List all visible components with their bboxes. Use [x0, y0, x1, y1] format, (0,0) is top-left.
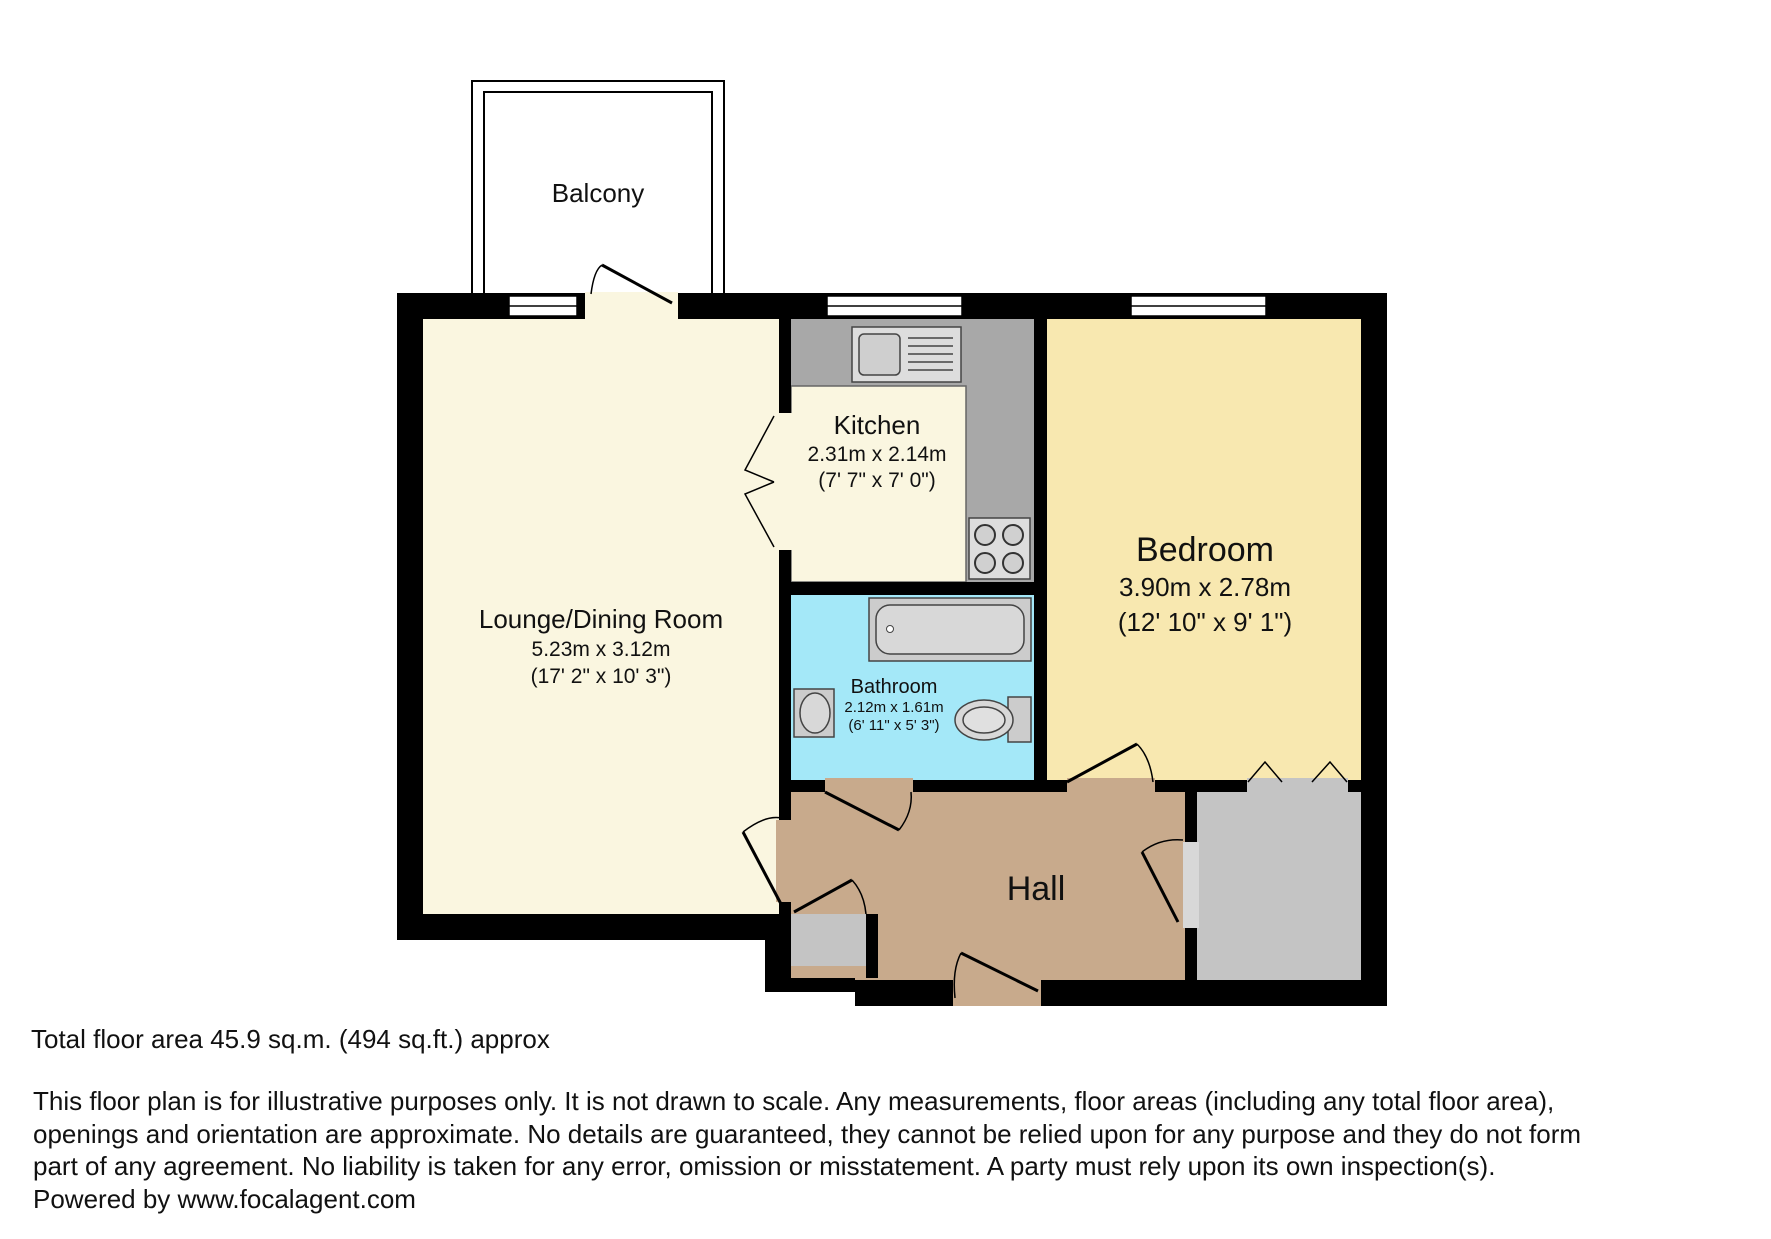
balcony-outline-inner — [483, 91, 713, 296]
bath-icon — [868, 597, 1032, 662]
kitchen-imperial: (7' 7" x 7' 0") — [818, 469, 935, 492]
wall-bottom-main — [855, 980, 1387, 1006]
balcony-name: Balcony — [552, 178, 645, 208]
door-icon — [585, 263, 678, 320]
disclaimer-line: part of any agreement. No liability is t… — [33, 1151, 1496, 1181]
wall-bathroom-hall-left — [779, 780, 825, 792]
wall-bedroom-left — [1034, 317, 1047, 792]
wall-bedroom-store-right — [1348, 780, 1361, 792]
bedroom-name: Bedroom — [1136, 531, 1274, 569]
wall-hall-storage-upper — [1185, 780, 1197, 842]
lounge-metric: 5.23m x 3.12m — [532, 638, 671, 661]
sink-icon — [851, 326, 962, 383]
wall-lounge-kitchen-upper — [779, 317, 791, 413]
hall-cupboard-door — [793, 878, 867, 915]
wall-hall-cupboard-right — [866, 914, 878, 978]
bedroom-imperial: (12' 10" x 9' 1") — [1118, 607, 1292, 637]
storage-cupboard — [1197, 792, 1361, 980]
kitchen-door — [743, 413, 794, 550]
lounge-imperial: (17' 2" x 10' 3") — [531, 665, 672, 688]
wall-bottom-step — [765, 914, 791, 992]
bedroom-floor — [1047, 317, 1361, 780]
wall-bedroom-hall — [1155, 780, 1247, 792]
bathroom-door — [824, 778, 913, 832]
wall-left — [397, 293, 423, 940]
wall-lounge-kitchen-lower — [779, 550, 791, 820]
wall-hall-storage-lower — [1185, 928, 1197, 980]
bathroom-metric: 2.12m x 1.61m — [844, 699, 943, 716]
wardrobe-doors — [1247, 760, 1348, 794]
powered-by-link[interactable]: Powered by www.focalagent.com — [33, 1183, 416, 1214]
disclaimer-line: openings and orientation are approximate… — [33, 1118, 1582, 1149]
kitchen-metric: 2.31m x 2.14m — [808, 443, 947, 466]
bedroom-metric: 3.90m x 2.78m — [1119, 572, 1291, 602]
kitchen-name: Kitchen — [834, 410, 921, 440]
wall-bathroom-hall-right — [913, 780, 1067, 792]
lounge-name: Lounge/Dining Room — [479, 604, 723, 634]
disclaimer-line: This floor plan is for illustrative purp… — [33, 1086, 1555, 1116]
kitchen-floor — [790, 385, 967, 583]
wall-lounge-bottom — [397, 914, 791, 940]
storage-door — [1140, 839, 1199, 928]
bathroom-imperial: (6' 11" x 5' 3") — [848, 717, 939, 734]
hob-icon — [968, 517, 1031, 580]
bedroom-door — [1066, 742, 1155, 794]
wall-right — [1361, 293, 1387, 1006]
wall-lounge-hall-lower — [779, 902, 791, 918]
lounge-hall-door — [741, 816, 794, 905]
hall-cupboard — [791, 914, 866, 966]
bathroom-name: Bathroom — [851, 676, 938, 698]
window-icon — [508, 295, 1267, 317]
wall-kitchen-bathroom — [779, 582, 1047, 595]
hall-name: Hall — [1007, 870, 1066, 908]
toilet-icon — [954, 696, 1032, 743]
disclaimer: This floor plan is for illustrative purp… — [33, 1085, 1753, 1215]
front-door — [953, 951, 1041, 1006]
total-floor-area: Total floor area 45.9 sq.m. (494 sq.ft.)… — [31, 1024, 550, 1054]
balcony — [471, 80, 725, 296]
lounge-floor — [421, 317, 779, 914]
basin-icon — [793, 688, 835, 738]
